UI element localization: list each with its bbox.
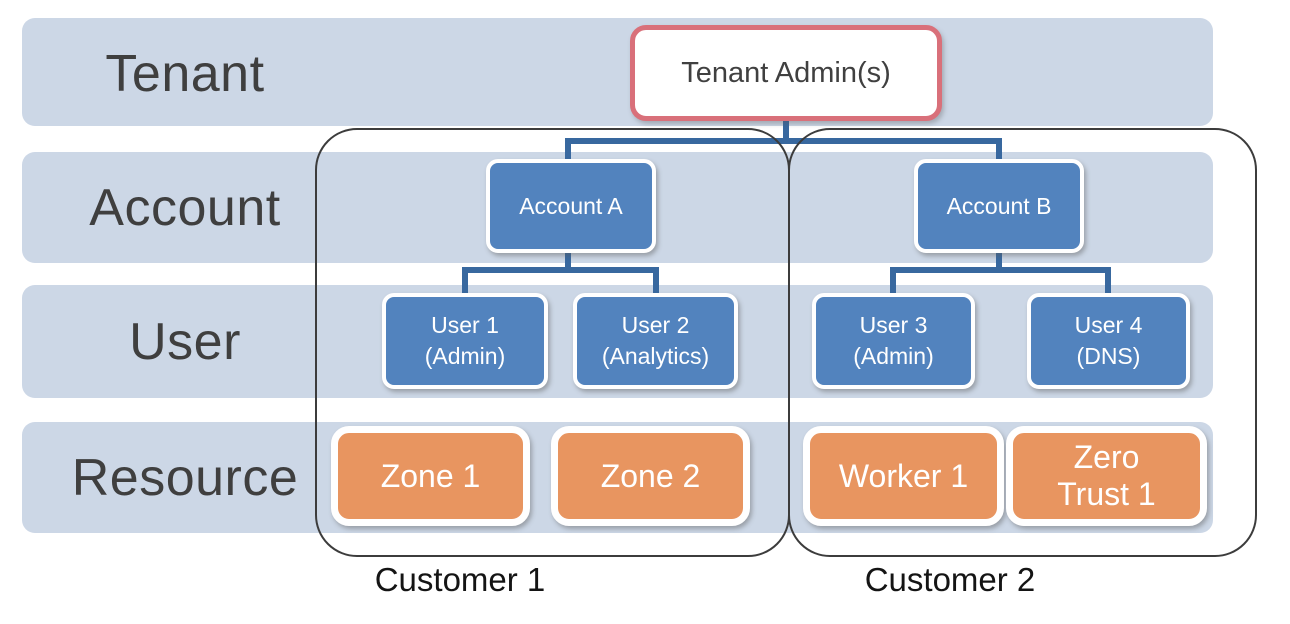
- user-2-role: (Analytics): [601, 343, 710, 369]
- resource-worker-1-node: Worker 1: [803, 426, 1004, 526]
- connector-account-a-stem: [565, 251, 571, 269]
- user-3-node: User 3 (Admin): [812, 293, 975, 389]
- resource-worker-1-label: Worker 1: [838, 457, 969, 494]
- user-4-node: User 4 (DNS): [1027, 293, 1190, 389]
- resource-zone-1-label: Zone 1: [380, 457, 481, 494]
- connector-drop-user-2: [653, 273, 659, 294]
- user-2-name: User 2: [621, 311, 690, 338]
- user-2-node: User 2 (Analytics): [573, 293, 738, 389]
- connector-drop-account-a: [565, 144, 571, 161]
- row-label-account: Account: [89, 179, 281, 237]
- resource-zone-2-node: Zone 2: [551, 426, 750, 526]
- connector-account-a-horizontal: [462, 267, 659, 273]
- user-1-name: User 1: [431, 311, 499, 338]
- connector-account-b-horizontal: [890, 267, 1111, 273]
- customer-2-label: Customer 2: [864, 561, 1036, 598]
- customer-1-label: Customer 1: [374, 561, 546, 598]
- user-1-node: User 1 (Admin): [382, 293, 548, 389]
- resource-zero-trust-1-label: Zero Trust 1: [1057, 439, 1156, 512]
- row-label-user: User: [129, 313, 241, 371]
- account-b-node: Account B: [914, 159, 1084, 253]
- user-1-role: (Admin): [424, 343, 506, 369]
- tenant-level-band: [22, 18, 1213, 126]
- connector-drop-user-3: [890, 273, 896, 294]
- tenant-admin-label: Tenant Admin(s): [681, 56, 891, 89]
- user-4-name: User 4: [1074, 311, 1143, 338]
- user-3-role: (Admin): [853, 343, 934, 369]
- account-a-node: Account A: [486, 159, 656, 253]
- account-a-label: Account A: [519, 192, 623, 219]
- connector-account-b-stem: [996, 251, 1002, 269]
- row-label-resource: Resource: [71, 449, 299, 507]
- connector-admin-horizontal: [565, 138, 1002, 144]
- connector-drop-user-4: [1105, 273, 1111, 294]
- tenant-admin-node: Tenant Admin(s): [630, 25, 942, 121]
- resource-zone-2-label: Zone 2: [600, 457, 701, 494]
- resource-zero-trust-1-node: Zero Trust 1: [1006, 426, 1207, 526]
- connector-drop-account-b: [996, 144, 1002, 161]
- account-b-label: Account B: [946, 192, 1052, 219]
- connector-admin-stem: [783, 118, 789, 142]
- resource-zone-1-node: Zone 1: [331, 426, 530, 526]
- user-4-role: (DNS): [1076, 343, 1141, 369]
- connector-drop-user-1: [462, 273, 468, 294]
- customer-2-group-outline: [788, 128, 1257, 557]
- user-3-name: User 3: [859, 311, 928, 338]
- row-label-tenant: Tenant: [105, 45, 265, 103]
